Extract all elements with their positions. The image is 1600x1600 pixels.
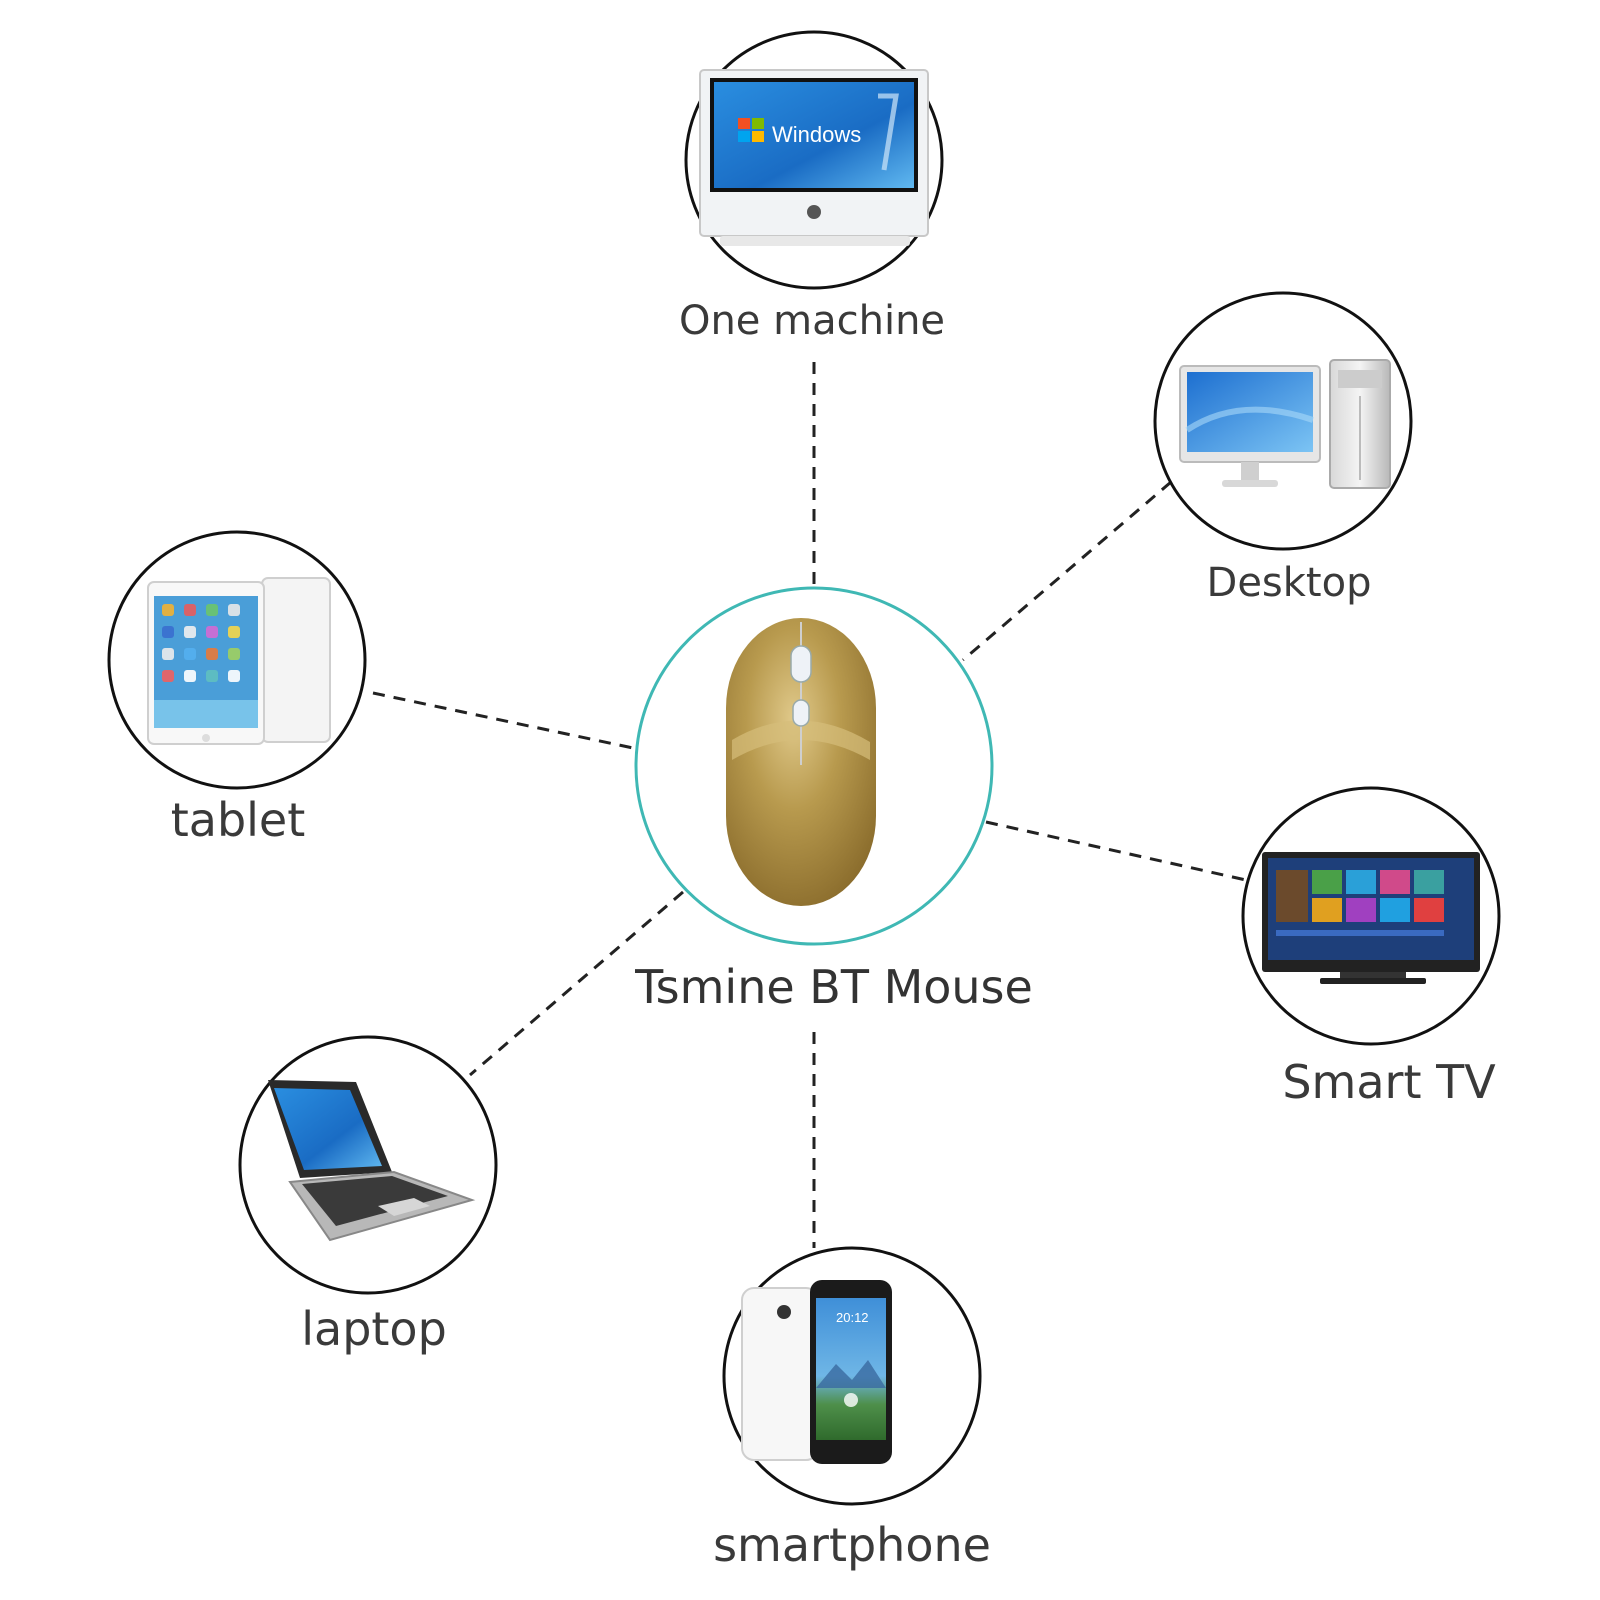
connector-tablet (372, 691, 634, 750)
desktop-pc-icon (1179, 359, 1391, 489)
windows-screen-text: Windows (772, 122, 861, 147)
mouse-icon (726, 618, 876, 906)
connector-smart-tv (985, 820, 1247, 882)
desktop-node (1153, 291, 1413, 551)
smartphone-label: smartphone (713, 1518, 991, 1572)
one-machine-label: One machine (678, 298, 946, 344)
connector-desktop (962, 480, 1172, 662)
phone-clock-text: 20:12 (836, 1310, 869, 1325)
laptop-node (238, 1035, 498, 1295)
laptop-label: laptop (301, 1302, 447, 1356)
smartphone-node: 20:12 (722, 1246, 982, 1506)
connector-lines (372, 362, 1247, 1248)
smart-tv-icon (1262, 852, 1480, 984)
tablet-label: tablet (170, 793, 306, 847)
connector-laptop (469, 890, 684, 1077)
smart-tv-label: Smart TV (1282, 1055, 1496, 1109)
smart-tv-node (1241, 786, 1501, 1046)
center-mouse-label: Tsmine BT Mouse (635, 960, 1033, 1014)
all-in-one-pc-icon: Windows (699, 69, 929, 246)
center-mouse-node (634, 586, 994, 946)
one-machine-node: Windows (684, 30, 944, 290)
tablet-node (107, 530, 367, 790)
tablet-icon (147, 577, 331, 745)
smartphone-icon: 20:12 (741, 1280, 892, 1464)
laptop-icon (268, 1080, 476, 1242)
desktop-label: Desktop (1206, 560, 1372, 606)
